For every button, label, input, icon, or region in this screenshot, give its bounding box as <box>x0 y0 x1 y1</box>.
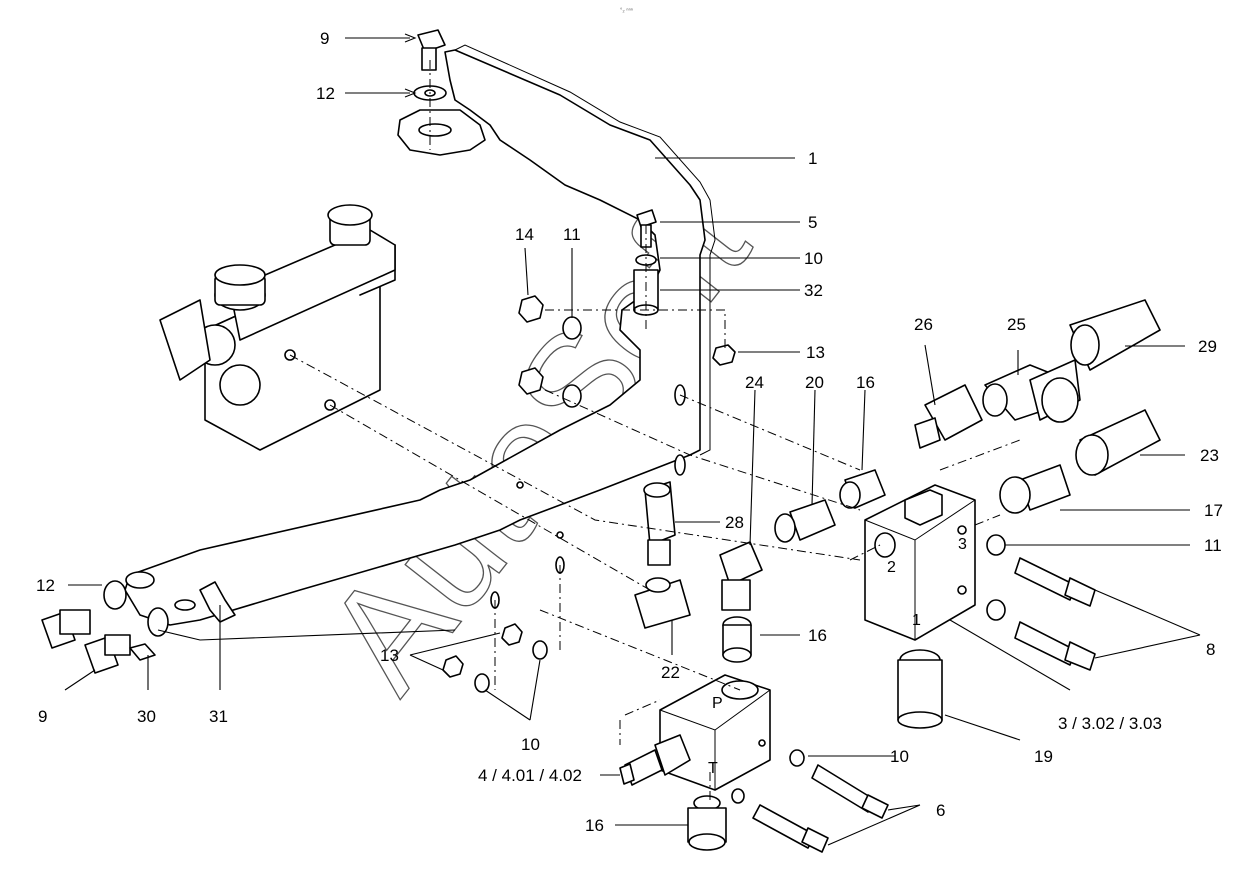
leader-lines <box>64 33 1201 846</box>
callout-29: 29 <box>1198 337 1217 356</box>
callout-13-a: 13 <box>806 343 825 362</box>
callout-32: 32 <box>804 281 823 300</box>
callout-11-b: 11 <box>1204 536 1222 555</box>
callout-11-a: 11 <box>563 225 581 244</box>
callout-13-b: 13 <box>380 646 399 665</box>
callout-1: 1 <box>808 149 817 168</box>
callout-labels: 9 12 1 5 10 32 14 11 13 26 25 29 24 20 1… <box>36 29 1223 835</box>
header-mark: °₂ ⁿⁿⁿ <box>620 7 633 14</box>
port-T-label: T <box>708 760 718 777</box>
callout-28: 28 <box>725 513 744 532</box>
callout-16-b: 16 <box>808 626 827 645</box>
callout-6: 6 <box>936 801 945 820</box>
callout-8: 8 <box>1206 640 1215 659</box>
callout-10-a: 10 <box>804 249 823 268</box>
callout-26: 26 <box>914 315 933 334</box>
callout-16-c: 16 <box>585 816 604 835</box>
callout-10-c: 10 <box>890 747 909 766</box>
callout-9-left: 9 <box>38 707 47 726</box>
callout-5: 5 <box>808 213 817 232</box>
callout-31: 31 <box>209 707 228 726</box>
port-1-label: 1 <box>912 612 921 629</box>
callout-9-top: 9 <box>320 29 329 48</box>
callout-23: 23 <box>1200 446 1219 465</box>
callout-25: 25 <box>1007 315 1026 334</box>
main-valve-block <box>159 204 396 451</box>
callout-24: 24 <box>745 373 764 392</box>
callout-14: 14 <box>515 225 534 244</box>
callout-4: 4 / 4.01 / 4.02 <box>478 766 582 785</box>
valve-block-3: 2 3 1 <box>864 484 976 641</box>
callout-3: 3 / 3.02 / 3.03 <box>1058 714 1162 733</box>
valve-block-4: P T <box>619 674 771 791</box>
callout-20: 20 <box>805 373 824 392</box>
fittings <box>41 29 1161 853</box>
bracket-part <box>124 44 716 626</box>
callout-22: 22 <box>661 663 680 682</box>
callout-17: 17 <box>1204 501 1223 520</box>
callout-30: 30 <box>137 707 156 726</box>
port-2-label: 2 <box>887 559 896 576</box>
callout-10-b: 10 <box>521 735 540 754</box>
callout-16-a: 16 <box>856 373 875 392</box>
port-3-label: 3 <box>958 536 967 553</box>
center-lines <box>289 60 1021 800</box>
callout-19: 19 <box>1034 747 1053 766</box>
callout-12-top: 12 <box>316 84 335 103</box>
port-P-label: P <box>712 695 723 712</box>
callout-12-left: 12 <box>36 576 55 595</box>
